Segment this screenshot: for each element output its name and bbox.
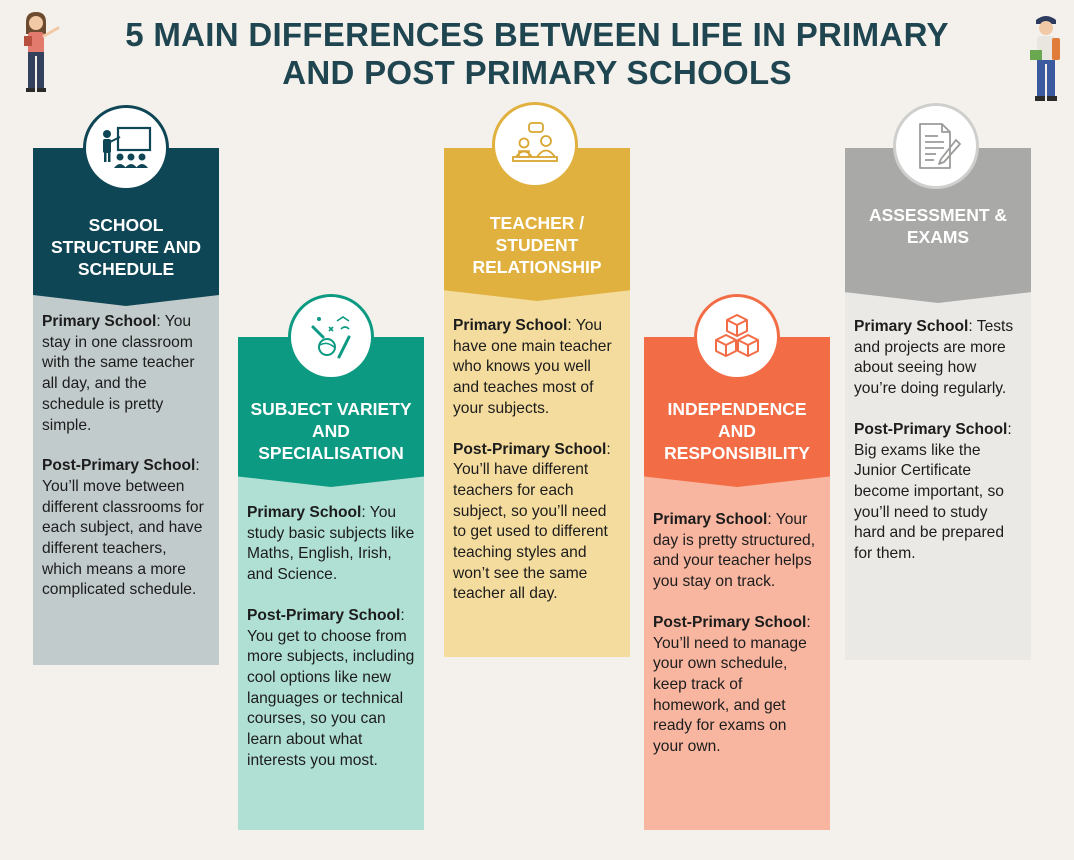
primary-text: : You study basic subjects like Maths, E… [247, 504, 415, 584]
card-heading: ASSESSMENT & EXAMS [868, 204, 1008, 247]
card-heading: SCHOOL STRUCTURE AND SCHEDULE [50, 215, 202, 279]
post-primary-text: : You get to choose from more subjects, … [247, 606, 415, 769]
post-primary-text: : You’ll have different teachers for eac… [453, 440, 611, 603]
card-heading: TEACHER / STUDENT RELATIONSHIP [472, 212, 602, 277]
primary-text: : Tests and projects are more about seei… [854, 318, 1014, 398]
card-body: Primary School: You have one main teache… [444, 285, 630, 657]
primary-label: Primary School [653, 511, 768, 528]
card-body: Primary School: You stay in one classroo… [33, 290, 219, 665]
card-heading: SUBJECT VARIETY AND SPECIALISATION [250, 399, 412, 463]
primary-label: Primary School [247, 504, 362, 521]
primary-label: Primary School [42, 313, 157, 330]
post-primary-text: : You’ll need to manage your own schedul… [653, 613, 811, 756]
card-body: Primary School: Your day is pretty struc… [644, 470, 830, 830]
teacher-woman-illustration-icon [24, 12, 60, 92]
icon-badge [83, 105, 169, 191]
post-primary-text: : Big exams like the Junior Certificate … [854, 420, 1012, 563]
icon-badge [288, 294, 374, 380]
post-primary-label: Post-Primary School [247, 606, 401, 624]
page-title: 5 MAIN DIFFERENCES BETWEEN LIFE IN PRIMA… [120, 16, 954, 92]
exam-paper-icon [919, 123, 961, 169]
card-header: SUBJECT VARIETY AND SPECIALISATION [238, 337, 424, 487]
title-line-2: AND POST PRIMARY SCHOOLS [282, 54, 792, 91]
primary-label: Primary School [854, 318, 969, 335]
primary-text: : You have one main teacher who knows yo… [453, 317, 612, 417]
post-primary-text: : You’ll move between different classroo… [42, 457, 204, 599]
icon-badge [893, 103, 979, 189]
post-primary-label: Post-Primary School [653, 613, 807, 631]
primary-text: : You stay in one classroom with the sam… [42, 313, 195, 434]
post-primary-label: Post-Primary School [42, 457, 196, 475]
card-heading: INDEPENDENCE AND RESPONSIBILITY [664, 399, 810, 463]
school-supplies-icon [311, 316, 351, 359]
post-primary-label: Post-Primary School [854, 420, 1008, 438]
teacher-classroom-icon [103, 126, 152, 168]
teacher-student-icon [512, 122, 558, 162]
card-body: Primary School: You study basic subjects… [238, 470, 424, 830]
primary-text: : Your day is pretty structured, and you… [653, 511, 816, 591]
icon-badge [694, 294, 780, 380]
post-primary-label: Post-Primary School [453, 440, 607, 458]
primary-label: Primary School [453, 317, 568, 334]
card-body: Primary School: Tests and projects are m… [845, 285, 1031, 660]
title-line-1: 5 MAIN DIFFERENCES BETWEEN LIFE IN PRIMA… [125, 16, 949, 53]
icon-badge [492, 102, 578, 188]
cubes-icon [715, 314, 759, 357]
student-boy-illustration-icon [1030, 16, 1060, 101]
